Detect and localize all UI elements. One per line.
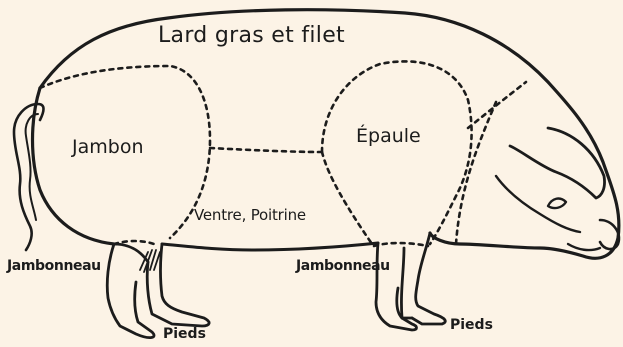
label-pieds-right: Pieds (450, 318, 493, 332)
cut-epaule (322, 61, 472, 244)
rump-outline (33, 88, 115, 244)
label-jambon: Jambon (72, 138, 143, 157)
cut-head (468, 82, 526, 128)
pig-eye (548, 199, 566, 209)
pig-tail (14, 104, 44, 250)
pig-face-fold (496, 176, 580, 232)
hind-leg-hatch (140, 250, 160, 272)
cut-neck (456, 102, 496, 244)
label-jambonneau-left: Jambonneau (7, 259, 101, 273)
cut-epaule-lower (322, 152, 372, 244)
cut-front-leg (374, 243, 428, 246)
pig-mouth (568, 244, 600, 250)
cut-jambon-ventre (210, 148, 322, 152)
label-jambonneau-right: Jambonneau (296, 259, 390, 273)
front-leg-right-inner (401, 248, 404, 318)
label-lard-gras-filet: Lard gras et filet (158, 25, 345, 47)
label-ventre-poitrine: Ventre, Poitrine (194, 208, 306, 223)
label-epaule: Épaule (356, 127, 421, 146)
hind-leg-right (147, 244, 209, 326)
belly-line (162, 243, 378, 250)
label-pieds-left: Pieds (163, 327, 206, 341)
